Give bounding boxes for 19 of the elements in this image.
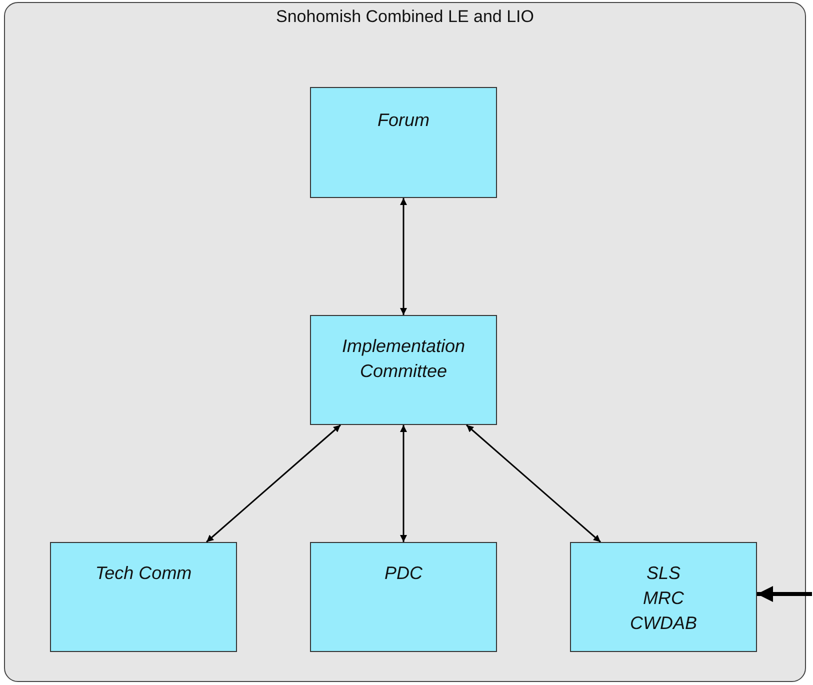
process-box (310, 315, 497, 425)
arrow (400, 425, 407, 542)
process-box (570, 542, 757, 652)
arrow (400, 198, 407, 315)
box-label: SLS (646, 562, 681, 585)
group-container (4, 2, 806, 682)
process-box (310, 542, 497, 652)
box-label: PDC (384, 562, 422, 585)
arrow (466, 424, 601, 543)
box-label: CWDAB (630, 612, 697, 635)
process-box (50, 542, 237, 652)
box-label: Forum (377, 109, 430, 132)
arrow (757, 586, 812, 602)
box-label: Implementation Committee (340, 335, 466, 383)
process-box (310, 87, 497, 198)
group-title: Snohomish Combined LE and LIO (276, 6, 534, 28)
box-label: Tech Comm (95, 562, 192, 585)
arrow (206, 424, 341, 543)
box-label: MRC (643, 587, 684, 610)
